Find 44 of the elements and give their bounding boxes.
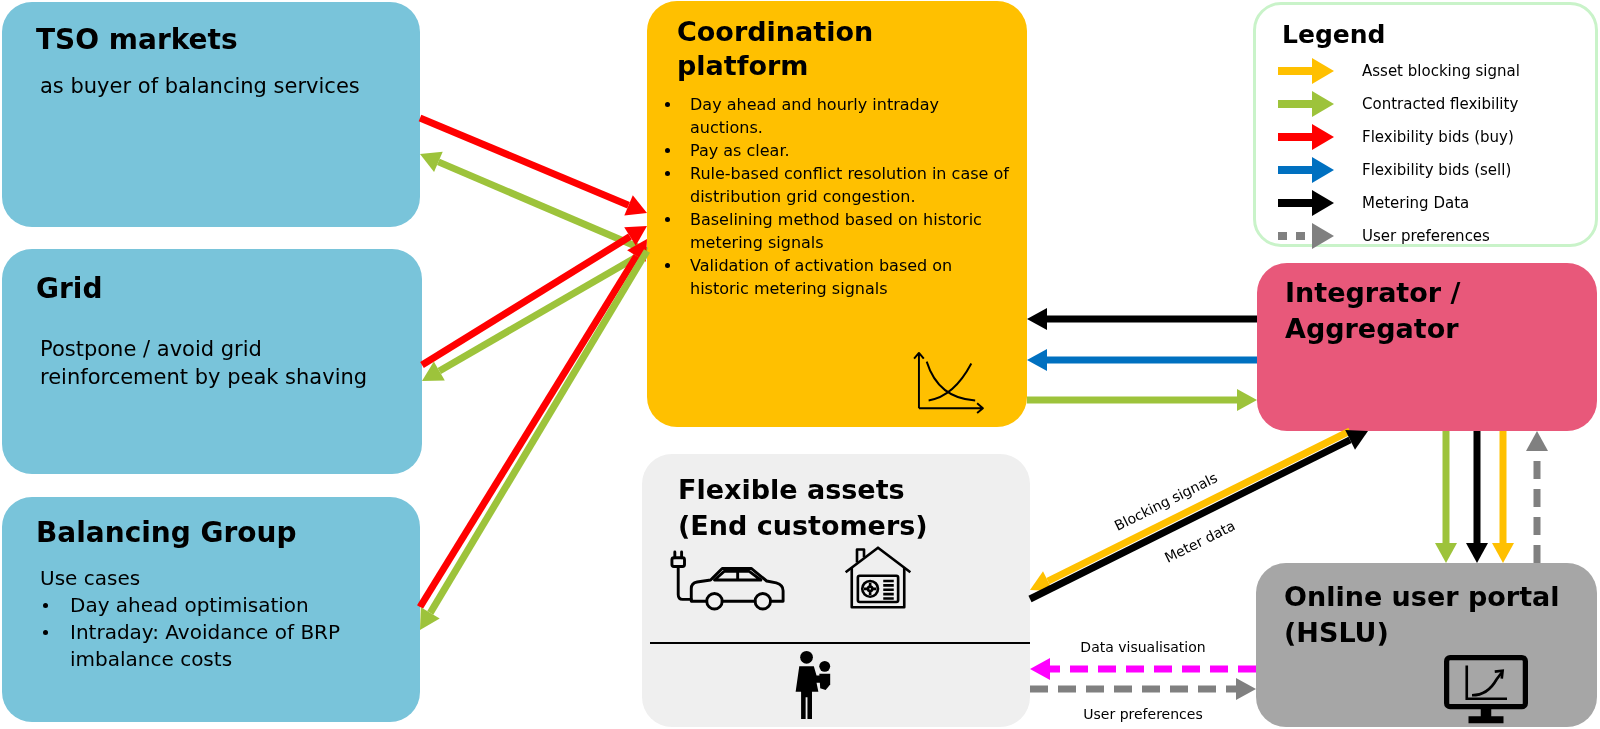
arrow [1027,349,1257,371]
arrow [420,226,647,368]
legend-label: Contracted flexibility [1362,93,1519,114]
bullet-item: Pay as clear. [665,139,1015,162]
panel-title: Integrator / Aggregator [1285,276,1462,346]
arrow [1435,431,1457,563]
arrow [1027,308,1257,330]
bullet-item: Day ahead optimisation [36,592,400,619]
panel-text: Use cases [39,565,142,592]
rounded-panel [1256,563,1597,727]
panel-title: Grid [36,271,104,307]
panel-title: Coordination platform [676,15,875,83]
dashed-arrow [1030,658,1256,680]
legend-title: Legend [1281,19,1387,51]
arrow [418,114,647,216]
rounded-panel [2,2,420,227]
legend-label: Flexibility bids (sell) [1362,159,1512,180]
panel-title: Online user portal (HSLU) [1284,580,1561,650]
arrow [1027,389,1257,411]
rounded-panel [2,249,422,474]
edge-label: Data visualisation [1080,638,1206,656]
panel-text: Postpone / avoid grid reinforcement by peak shaving [39,336,369,391]
legend-label: Asset blocking signal [1362,60,1520,81]
bullet-item: Intraday: Avoidance of BRP imbalance costs [36,619,400,673]
panel-title: TSO markets [36,22,239,58]
arrow [1492,431,1514,563]
bullet-item: Validation of activation based on historic metering signals [665,254,1015,300]
legend-label: Flexibility bids (buy) [1362,126,1514,147]
rounded-panel [642,454,1030,727]
rounded-panel [1257,263,1597,431]
bullet-item: Day ahead and hourly intraday auctions. [665,93,1015,139]
bullet-item: Baselining method based on historic metering signals [665,208,1015,254]
edge-label: User preferences [1083,705,1203,723]
dashed-arrow [1526,431,1548,563]
panel-title: Balancing Group [36,515,298,551]
rounded-panel [647,1,1027,427]
legend-label: Metering Data [1362,192,1470,213]
legend-label: User preferences [1362,225,1490,246]
bullet-item: Rule-based conflict resolution in case of distribution grid congestion. [665,162,1015,208]
arrow [1466,431,1488,563]
rounded-panel [2,497,420,722]
panel-text: as buyer of balancing services [39,73,361,100]
panel-title: Flexible assets (End customers) [678,473,929,543]
dashed-arrow [1030,678,1256,700]
